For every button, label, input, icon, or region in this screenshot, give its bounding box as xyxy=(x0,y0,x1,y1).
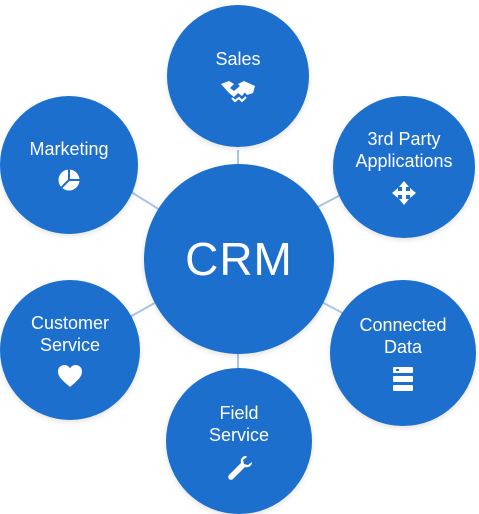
handshake-icon xyxy=(221,81,255,103)
marketing-node: Marketing xyxy=(0,96,138,234)
database-icon xyxy=(393,367,413,391)
move-arrows-icon xyxy=(392,181,416,205)
crm-center-node: CRM xyxy=(144,164,334,354)
wrench-icon xyxy=(228,456,252,480)
customer-service-node: Customer Service xyxy=(0,280,140,420)
connected-data-label: Connected Data xyxy=(359,315,447,357)
field-service-node: Field Service xyxy=(166,368,312,514)
customer-service-label: Customer Service xyxy=(30,313,110,355)
third-party-applications-node: 3rd Party Applications xyxy=(333,96,475,238)
marketing-label: Marketing xyxy=(29,139,109,159)
heart-icon xyxy=(58,365,82,387)
field-service-label: Field Service xyxy=(208,403,270,445)
sales-node: Sales xyxy=(167,5,309,147)
connected-data-node: Connected Data xyxy=(330,280,476,426)
connector-marketing xyxy=(127,189,161,211)
crm-label: CRM xyxy=(185,233,293,285)
third-party-label: 3rd Party Applications xyxy=(355,129,453,171)
pie-chart-icon xyxy=(58,169,80,191)
sales-label: Sales xyxy=(215,49,261,69)
